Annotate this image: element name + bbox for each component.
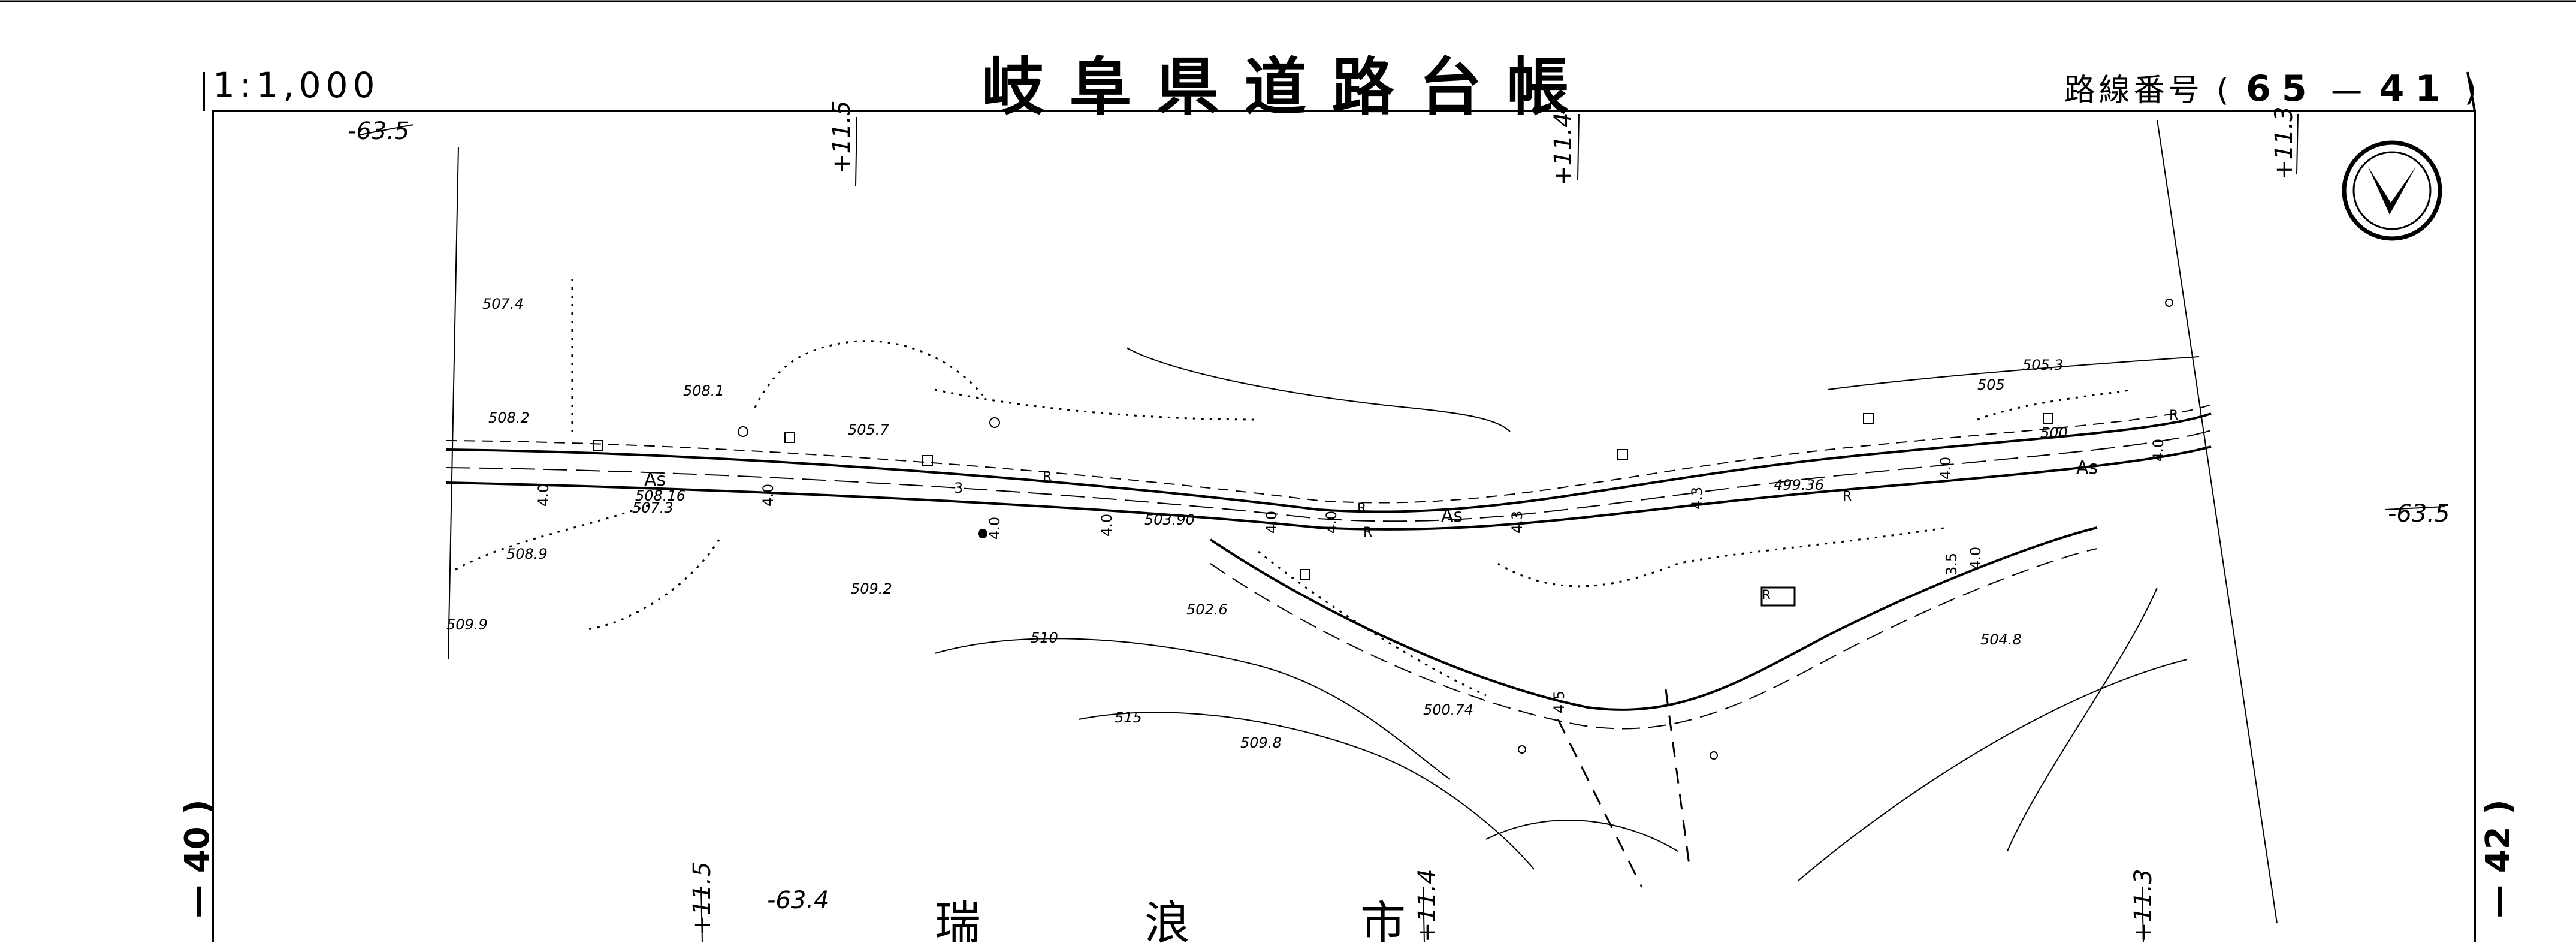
width-label: 4.3 xyxy=(1509,511,1526,534)
elev-label: 508.1 xyxy=(683,382,724,399)
city-char-1: 瑞 xyxy=(935,896,980,950)
elev-label: 505.3 xyxy=(2022,357,2064,373)
elev-label: 509.8 xyxy=(1240,734,1282,751)
width-label: 4.0 xyxy=(2150,439,2167,462)
route-open-paren: ( xyxy=(2216,73,2233,109)
elev-label: 505 xyxy=(1977,376,2005,393)
elev-label: 499.36 xyxy=(1774,477,1824,493)
coord-top-1: -63.5 xyxy=(348,118,410,145)
road-mark: R xyxy=(1762,588,1771,603)
width-label: 4.0 xyxy=(1263,511,1280,534)
road-mark: R xyxy=(1357,501,1366,516)
coord-bottom-1: +11.5 xyxy=(688,861,716,935)
road-mark: R xyxy=(1043,469,1052,484)
map-symbols xyxy=(593,299,2173,760)
width-label: 4.0 xyxy=(986,517,1003,540)
width-label: 4.5 xyxy=(1551,691,1568,713)
surface-label: As xyxy=(644,469,666,490)
coord-bottom-3: +11.4 xyxy=(1414,869,1441,942)
surface-label: As xyxy=(2076,457,2098,478)
elev-label: 502.6 xyxy=(1186,601,1228,618)
elev-label: 508.2 xyxy=(488,409,530,426)
route-main: 65 xyxy=(2246,68,2318,110)
coord-top-3: +11.4 xyxy=(1550,112,1577,186)
coord-right: -63.5 xyxy=(2388,500,2450,528)
scale-label: 1:1,000 xyxy=(213,65,380,106)
route-sub: 41 xyxy=(2379,68,2451,110)
boundary-right xyxy=(2157,119,2278,924)
contours xyxy=(934,347,2200,882)
width-label: 3.5 xyxy=(1943,553,1960,576)
width-label: 3 xyxy=(954,480,963,496)
width-label: 4.3 xyxy=(1689,487,1705,510)
elev-label: 504.8 xyxy=(1980,631,2022,648)
elev-label: 509.2 xyxy=(851,580,892,597)
surface-label: As xyxy=(1441,505,1463,526)
boundary-left xyxy=(448,146,459,660)
elev-label: 510 xyxy=(1031,629,1058,646)
width-label: 4.0 xyxy=(1937,457,1954,480)
elev-label: 505.7 xyxy=(848,421,889,438)
elev-label: 500 xyxy=(2040,424,2068,441)
width-label: 4.0 xyxy=(1098,514,1115,537)
route-label: 路線番号 xyxy=(2064,73,2203,109)
width-label: 4.0 xyxy=(1323,511,1340,534)
map-frame xyxy=(212,110,2476,942)
route-dash: — xyxy=(2331,73,2366,109)
grid-ticks xyxy=(359,113,2445,942)
coord-top-2: +11.5 xyxy=(828,100,856,174)
coord-bottom-2: -63.4 xyxy=(767,887,829,914)
width-label: 4.0 xyxy=(535,484,552,507)
width-label: 4.0 xyxy=(760,484,777,507)
elev-label: 500.74 xyxy=(1423,701,1473,718)
elev-label: 509.9 xyxy=(446,616,488,633)
road-mark: R xyxy=(1363,525,1372,540)
coord-bottom-4: +11.3 xyxy=(2130,869,2157,942)
branch-road xyxy=(1209,526,2098,888)
slope-hatching xyxy=(455,279,2134,697)
width-label: 4.0 xyxy=(1967,547,1984,570)
city-char-3: 市 xyxy=(1360,896,1406,950)
route-number: 路線番号 ( 65 — 41 ) xyxy=(2064,65,2480,110)
road-mark: R xyxy=(1843,489,1852,504)
main-road xyxy=(446,404,2212,531)
elev-label: 507.3 xyxy=(632,499,674,516)
elev-label: 507.4 xyxy=(482,296,524,312)
road-mark: R xyxy=(2169,408,2178,423)
north-arrow xyxy=(2342,140,2442,241)
elev-label: 508.16 xyxy=(635,487,685,504)
coord-top-4: +11.3 xyxy=(2270,106,2298,180)
city-char-2: 浪 xyxy=(1144,896,1190,950)
elev-label: 508.9 xyxy=(506,546,548,562)
elev-label: 503.90 xyxy=(1144,511,1195,528)
elev-label: 515 xyxy=(1115,709,1142,726)
